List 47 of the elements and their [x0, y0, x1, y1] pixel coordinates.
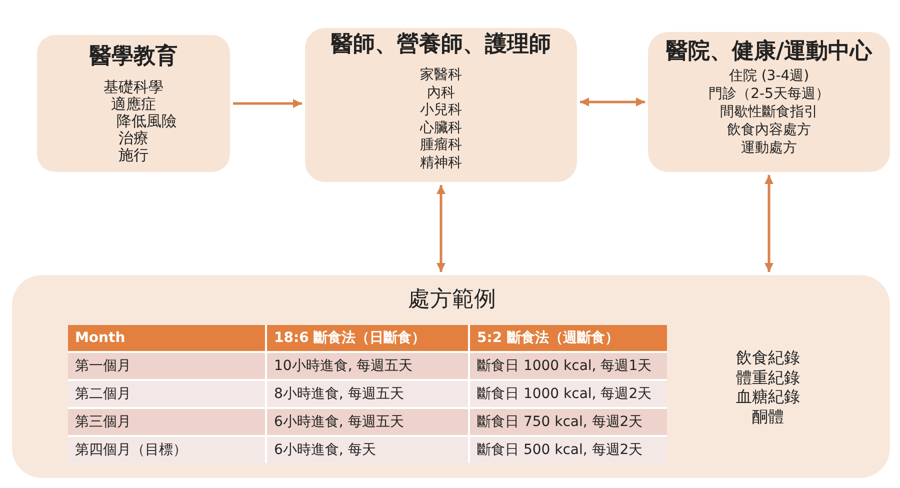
list-item: 酮體 [752, 406, 784, 426]
table-cell: 第二個月 [68, 381, 265, 407]
list-item: 住院 (3-4週) [728, 67, 810, 85]
table-cell: 斷食日 750 kcal, 每週2天 [470, 409, 667, 435]
list-item: 間歇性斷食指引 [720, 103, 818, 121]
list-item: 心臟科 [420, 120, 462, 137]
list-item: 血糖紀錄 [736, 387, 800, 406]
rounded-box [37, 35, 230, 172]
table-header-cell: 5:2 斷食法（週斷食） [470, 325, 667, 351]
table-cell: 斷食日 500 kcal, 每週2天 [470, 437, 667, 463]
list-item: 運動處方 [741, 139, 797, 157]
table-cell: 10小時進食, 每週五天 [267, 353, 468, 379]
table-cell: 8小時進食, 每週五天 [267, 381, 468, 407]
arrow [233, 99, 302, 108]
table-cell: 6小時進食, 每週五天 [267, 409, 468, 435]
double-arrow [580, 98, 645, 106]
list-item: 體重紀錄 [736, 368, 800, 387]
table-cell: 第四個月（目標） [68, 437, 265, 463]
list-item: 家醫科 [420, 67, 462, 84]
table-header-cell: 18:6 斷食法（日斷食） [267, 325, 468, 351]
table-cell: 第一個月 [68, 353, 265, 379]
list-item: 基礎科學 [104, 79, 164, 96]
table-cell: 斷食日 1000 kcal, 每週2天 [470, 381, 667, 407]
rounded-box [648, 32, 890, 172]
list-item: 降低風險 [116, 113, 176, 130]
list-item: 飲食內容處方 [727, 121, 811, 139]
rounded-box [305, 28, 577, 182]
rounded-panel [12, 275, 890, 478]
list-item: 施行 [118, 147, 148, 164]
table-cell: 第三個月 [68, 409, 265, 435]
list-item: 適應症 [111, 96, 156, 113]
table-cell: 斷食日 1000 kcal, 每週1天 [470, 353, 667, 379]
double-arrow [436, 185, 446, 272]
table-header-cell: Month [68, 325, 265, 351]
list-item: 門診（2-5天每週） [708, 85, 830, 103]
box-heading: 醫師、營養師、護理師 [331, 31, 551, 59]
list-item: 腫瘤科 [420, 137, 462, 154]
list-item: 小兒科 [420, 102, 462, 120]
list-item: 飲食紀錄 [736, 348, 800, 368]
box-heading: 醫院、健康/運動中心 [666, 38, 872, 66]
list-item: 內科 [427, 84, 455, 102]
box-heading: 處方範例 [408, 286, 496, 314]
list-item: 治療 [118, 130, 148, 147]
double-arrow [764, 175, 774, 272]
box-heading: 醫學教育 [90, 43, 178, 71]
table-cell: 6小時進食, 每天 [267, 437, 468, 463]
list-item: 精神科 [420, 154, 462, 172]
